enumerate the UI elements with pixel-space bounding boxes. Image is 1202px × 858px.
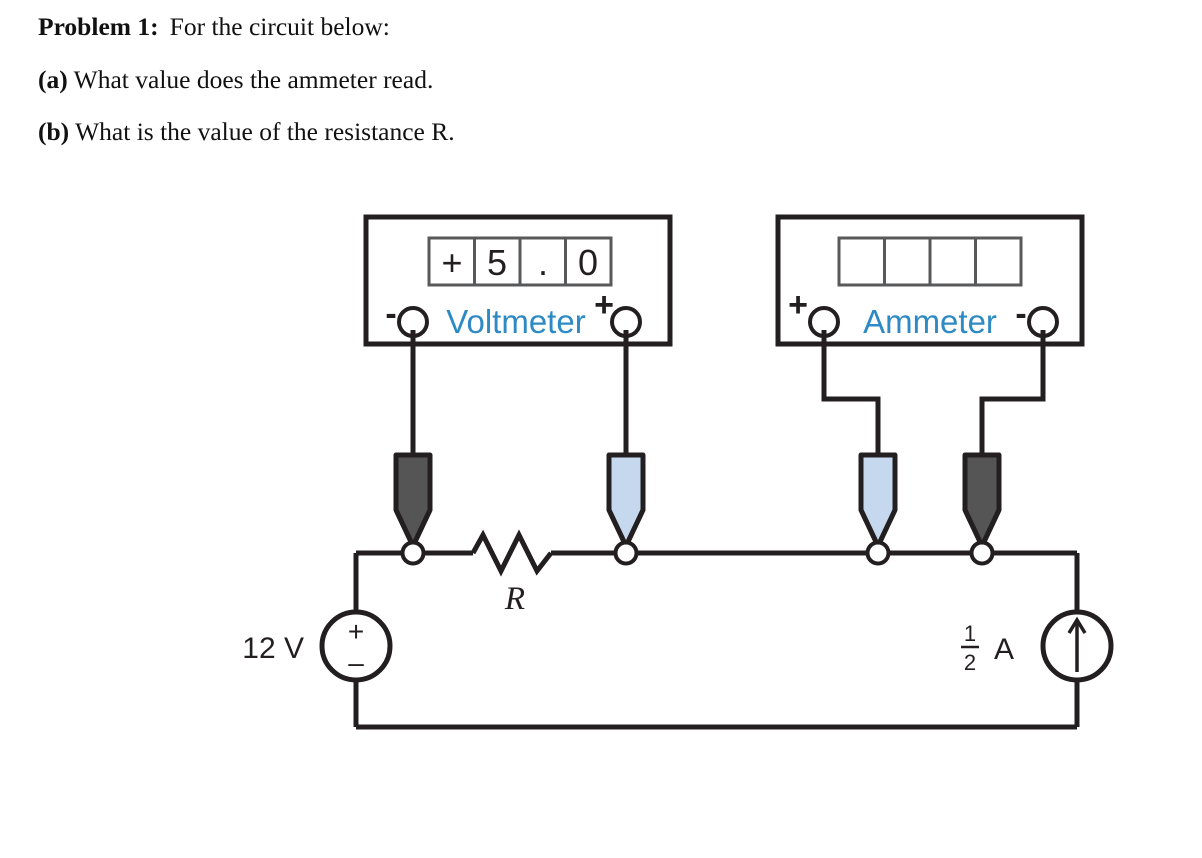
resistor-label: R bbox=[504, 581, 525, 617]
ammeter-name-label: Ammeter bbox=[863, 303, 997, 340]
problem-label: Problem 1: bbox=[38, 12, 159, 41]
lead-wires bbox=[410, 330, 1046, 455]
voltage-source: + – 12 V bbox=[242, 609, 393, 683]
part-a-text: What value does the ammeter read. bbox=[73, 64, 434, 94]
problem-intro: For the circuit below: bbox=[169, 12, 390, 41]
voltage-source-value-label: 12 V bbox=[242, 632, 304, 665]
part-b-tag: (b) bbox=[38, 117, 70, 146]
part-b-text: What is the value of the resistance R. bbox=[75, 117, 455, 146]
voltmeter-minus-terminal-sign: - bbox=[385, 295, 396, 333]
problem-part-b: (b) What is the value of the resistance … bbox=[38, 119, 1038, 145]
current-source-value-label: 1 2 A bbox=[961, 621, 1014, 675]
problem-part-a: (a) What value does the ammeter read. bbox=[38, 64, 1038, 94]
ammeter-positive-probe[interactable] bbox=[858, 452, 898, 549]
voltmeter-digit-2: . bbox=[538, 242, 548, 283]
voltmeter-display: + 5 . 0 bbox=[427, 236, 613, 287]
node-ammeter-right bbox=[969, 540, 995, 566]
current-fraction-numerator: 1 bbox=[964, 621, 976, 646]
circuit-wires bbox=[353, 529, 1080, 730]
ammeter-display bbox=[837, 236, 1023, 287]
voltmeter-positive-probe[interactable] bbox=[606, 452, 646, 549]
problem-title-line: Problem 1: For the circuit below: bbox=[38, 14, 1038, 40]
probe-tip-icon bbox=[962, 452, 1002, 549]
voltmeter-digit-0: + bbox=[441, 242, 462, 283]
part-a-tag: (a) bbox=[38, 64, 68, 94]
voltage-source-circle bbox=[319, 609, 393, 683]
voltage-source-minus-sign: – bbox=[348, 647, 364, 678]
probe-tip-icon bbox=[858, 452, 898, 549]
node-ammeter-left bbox=[865, 540, 891, 566]
current-fraction-denominator: 2 bbox=[964, 650, 976, 675]
ammeter-positive-lead bbox=[821, 330, 881, 455]
problem-statement: Problem 1: For the circuit below: (a) Wha… bbox=[38, 14, 1038, 172]
voltmeter-plus-terminal-sign: + bbox=[594, 286, 614, 324]
current-unit-label: A bbox=[994, 633, 1014, 666]
ammeter-instrument: Ammeter + - bbox=[775, 214, 1085, 347]
resistor-symbol bbox=[470, 529, 553, 577]
ammeter-negative-lead bbox=[979, 330, 1046, 455]
node-left bbox=[400, 540, 426, 566]
ammeter-negative-probe[interactable] bbox=[962, 452, 1002, 549]
voltmeter-name-label: Voltmeter bbox=[446, 303, 585, 340]
connection-nodes bbox=[400, 540, 995, 566]
voltmeter-digit-1: 5 bbox=[487, 242, 507, 283]
voltage-source-plus-sign: + bbox=[348, 616, 364, 647]
probe-tip-icon bbox=[393, 452, 433, 549]
node-resistor-right bbox=[613, 540, 639, 566]
voltmeter-instrument: + 5 . 0 Voltmeter - + bbox=[363, 214, 673, 347]
ammeter-plus-terminal-sign: + bbox=[788, 286, 808, 324]
voltmeter-negative-probe[interactable] bbox=[393, 452, 433, 549]
probe-tip-icon bbox=[606, 452, 646, 549]
ammeter-minus-terminal-sign: - bbox=[1015, 295, 1026, 333]
voltmeter-digit-3: 0 bbox=[578, 242, 598, 283]
current-source: 1 2 A bbox=[961, 609, 1114, 683]
current-direction-arrow-icon bbox=[1067, 616, 1087, 672]
